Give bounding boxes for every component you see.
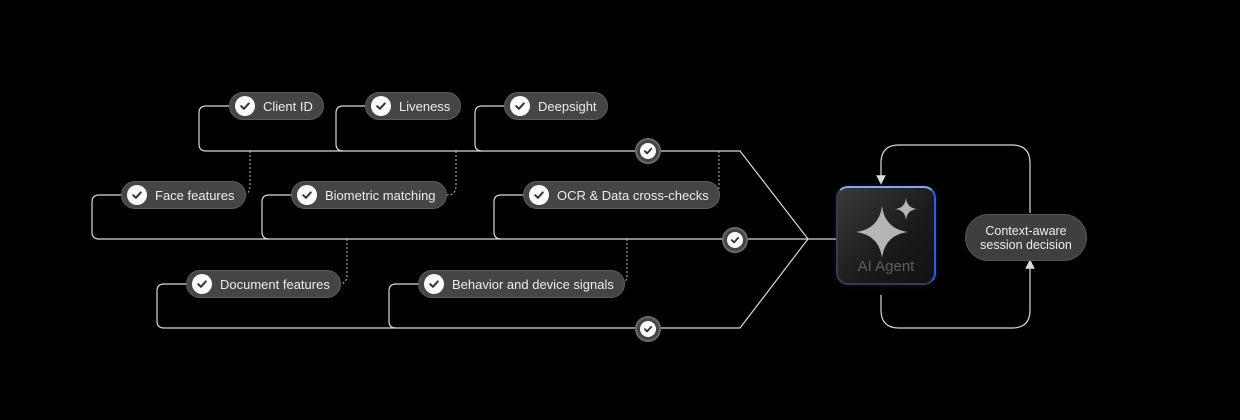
check-icon [297, 185, 317, 205]
middle-line-check-badge [722, 227, 748, 253]
sparkle-icon [856, 198, 917, 258]
check-icon [529, 185, 549, 205]
behavior-signals-pill: Behavior and device signals [418, 270, 625, 298]
behavior-signals-label: Behavior and device signals [452, 276, 614, 292]
top-line-check-badge [635, 138, 661, 164]
ai-agent-box: AI Agent [836, 186, 936, 285]
document-features-label: Document features [220, 276, 330, 292]
check-icon [510, 96, 530, 116]
client-id-label: Client ID [263, 98, 313, 114]
session-decision-box: Context-aware session decision [965, 214, 1087, 261]
decision-line-2: session decision [980, 237, 1072, 252]
check-icon [192, 274, 212, 294]
ocr-checks-label: OCR & Data cross-checks [557, 187, 709, 203]
deepsight-label: Deepsight [538, 98, 597, 114]
bottom-line-check-badge [635, 316, 661, 342]
face-features-pill: Face features [121, 181, 246, 209]
check-icon [640, 321, 656, 337]
deepsight-pill: Deepsight [504, 92, 608, 120]
check-icon [371, 96, 391, 116]
liveness-label: Liveness [399, 98, 451, 114]
ocr-checks-pill: OCR & Data cross-checks [523, 181, 720, 209]
liveness-pill: Liveness [365, 92, 462, 120]
decision-line-1: Context-aware [985, 223, 1067, 238]
ai-agent-label: AI Agent [857, 258, 915, 275]
check-icon [424, 274, 444, 294]
check-icon [235, 96, 255, 116]
check-icon [727, 232, 743, 248]
document-features-pill: Document features [186, 270, 341, 298]
check-icon [127, 185, 147, 205]
face-features-label: Face features [155, 187, 235, 203]
check-icon [640, 143, 656, 159]
client-id-pill: Client ID [229, 92, 324, 120]
biometric-matching-pill: Biometric matching [291, 181, 447, 209]
biometric-matching-label: Biometric matching [325, 187, 436, 203]
